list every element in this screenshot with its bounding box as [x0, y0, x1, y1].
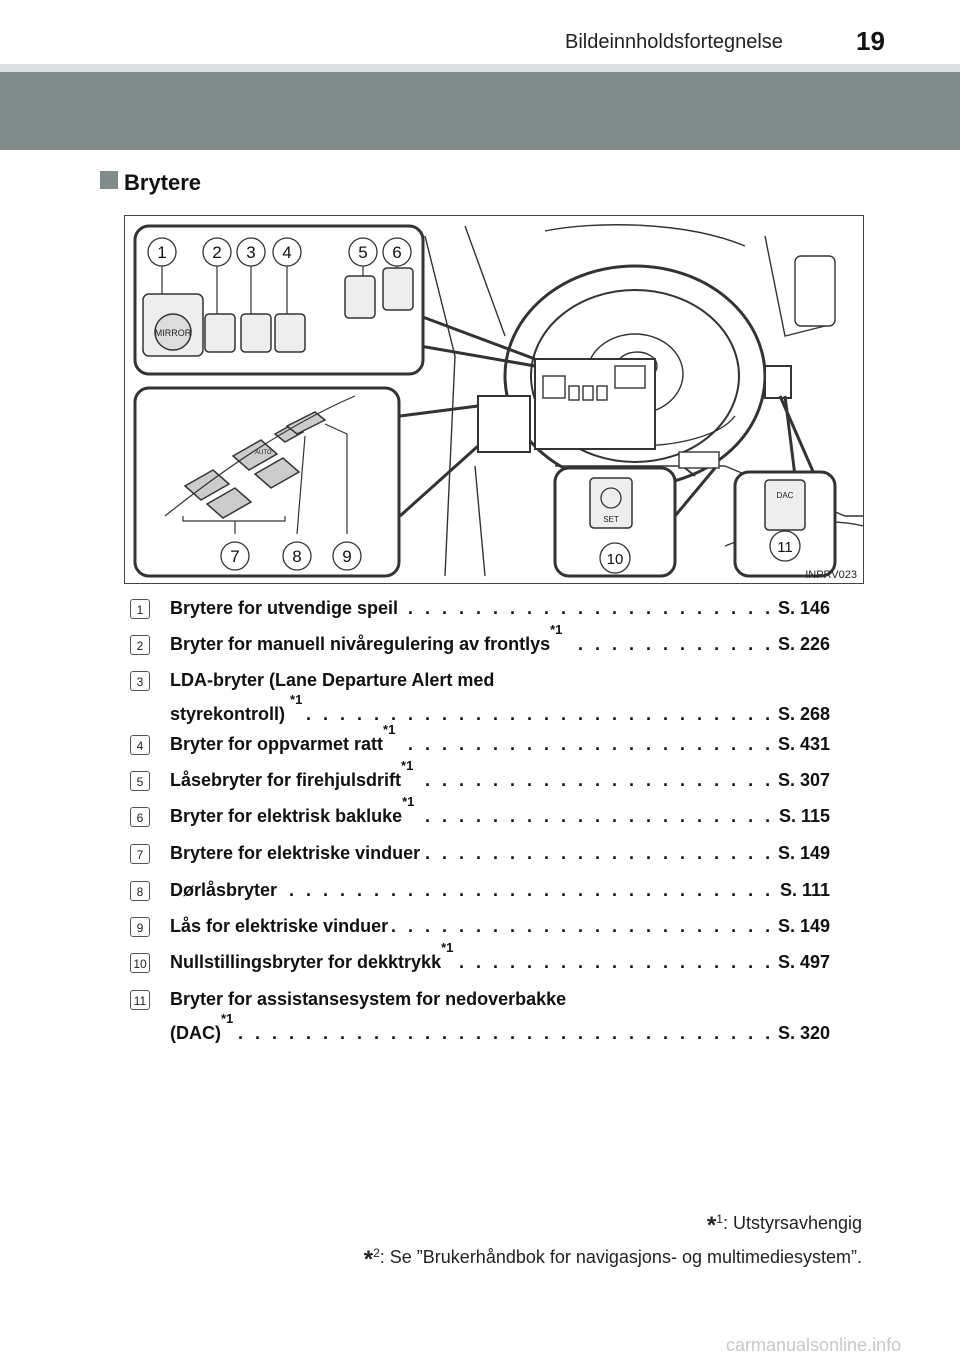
callout-panel-tpms: SET — [553, 466, 677, 578]
callout-9: 9 — [342, 547, 351, 566]
header-title: Bildeinnholdsfortegnelse — [565, 31, 783, 53]
item-number-badge: 10 — [130, 953, 150, 973]
item-line: . . . . . . . . . . . . . . . . . . . . … — [170, 795, 830, 830]
item-line: Bryter for assistansesystem for nedoverb… — [170, 989, 830, 1013]
mirror-switch-label: MIRROR — [155, 328, 192, 338]
item-label: Låsebryter for firehjulsdrift*1 — [170, 759, 418, 790]
dac-switch-label: DAC — [777, 491, 794, 500]
item-line: . . . . . . . . . . . . . . . . . . . . … — [170, 759, 830, 794]
item-label: Brytere for utvendige speil — [170, 598, 403, 618]
item-label: Lås for elektriske vinduer — [170, 916, 393, 936]
item-line: . . . . . . . . . . . . . . . . . . . . … — [170, 723, 830, 758]
section-title: Brytere — [124, 170, 202, 195]
item-label: Dørlåsbryter — [170, 880, 282, 900]
auto-switch-label: AUTO — [255, 450, 272, 456]
watermark: carmanualsonline.info — [726, 1335, 902, 1355]
callout-panel-door: AUTO — [133, 386, 401, 578]
page-reference: S. 320 — [773, 1023, 830, 1044]
item-line: . . . . . . . . . . . . . . . . . . . . … — [170, 1012, 830, 1047]
callout-3: 3 — [246, 243, 255, 262]
item-line: . . . . . . . . . . . . . . . . . . . . … — [170, 880, 830, 904]
item-number-badge: 2 — [130, 635, 150, 655]
item-label: Bryter for oppvarmet ratt*1 — [170, 723, 400, 754]
callout-11: 11 — [777, 539, 793, 556]
footnote-ref: *1 — [290, 692, 303, 707]
item-line: . . . . . . . . . . . . . . . . . . . . … — [170, 941, 830, 976]
item-number-badge: 9 — [130, 917, 150, 937]
callout-8: 8 — [292, 547, 301, 566]
item-number-badge: 8 — [130, 881, 150, 901]
page-reference: S. 268 — [773, 704, 830, 725]
page-reference: S. 307 — [773, 770, 830, 791]
callout-1: 1 — [157, 243, 166, 262]
callout-panel-mirror: MIRROR — [133, 224, 425, 376]
item-number-badge: 1 — [130, 599, 150, 619]
page-reference: S. 431 — [773, 734, 830, 755]
page-number: 19 — [856, 26, 885, 56]
footnote-ref: *1 — [402, 794, 415, 809]
tpms-set-label: SET — [603, 515, 619, 524]
footnote-ref: *1 — [221, 1011, 234, 1026]
item-line: . . . . . . . . . . . . . . . . . . . . … — [170, 843, 830, 867]
item-line: LDA-bryter (Lane Departure Alert med — [170, 670, 830, 694]
page-reference: S. 226 — [773, 634, 830, 655]
item-number-badge: 7 — [130, 844, 150, 864]
page-reference: S. 146 — [773, 598, 830, 619]
callout-panel-dac: DAC — [733, 470, 837, 578]
item-line: . . . . . . . . . . . . . . . . . . . . … — [170, 916, 830, 940]
footnote-ref: *1 — [441, 940, 454, 955]
footnote-ref: *1 — [401, 758, 414, 773]
item-line: . . . . . . . . . . . . . . . . . . . . … — [170, 623, 830, 658]
switches-figure: MIRROR AUTO — [124, 215, 864, 584]
header-rule — [0, 64, 960, 72]
item-number-badge: 4 — [130, 735, 150, 755]
item-number-badge: 3 — [130, 671, 150, 691]
item-label: styrekontroll) *1 — [170, 693, 307, 724]
item-label: Nullstillingsbryter for dekktrykk*1 — [170, 941, 458, 972]
page-reference: S. 115 — [774, 806, 830, 827]
item-number-badge: 6 — [130, 807, 150, 827]
item-label: Brytere for elektriske vinduer — [170, 843, 425, 863]
page-reference: S. 497 — [773, 952, 830, 973]
callout-4: 4 — [282, 243, 291, 262]
footnote: *1: Utstyrsavhengig — [706, 1212, 862, 1239]
callout-6: 6 — [392, 243, 401, 262]
section-marker-square — [100, 171, 118, 189]
leader-dots: . . . . . . . . . . . . . . . . . . . . … — [170, 880, 830, 900]
item-label: Bryter for manuell nivåregulering av fro… — [170, 623, 567, 654]
callout-7: 7 — [230, 547, 239, 566]
item-label: Bryter for elektrisk bakluke*1 — [170, 795, 419, 826]
footnote-ref: *1 — [550, 622, 563, 637]
dashboard-illustration: MIRROR AUTO — [133, 224, 863, 578]
footnote-ref: *1 — [383, 722, 396, 737]
footnote: *2: Se ”Brukerhåndbok for navigasjons- o… — [363, 1246, 862, 1273]
leader-dots: . . . . . . . . . . . . . . . . . . . . … — [170, 1023, 830, 1043]
callout-10: 10 — [607, 551, 624, 568]
page-reference: S. 149 — [773, 916, 830, 937]
item-label: LDA-bryter (Lane Departure Alert med — [170, 670, 499, 690]
item-label: Bryter for assistansesystem for nedoverb… — [170, 989, 571, 1009]
callout-2: 2 — [212, 243, 221, 262]
item-label: (DAC)*1 — [170, 1012, 238, 1043]
page-reference: S. 111 — [775, 880, 830, 901]
item-number-badge: 11 — [130, 990, 150, 1010]
item-number-badge: 5 — [130, 771, 150, 791]
figure-code: INPRV023 — [805, 569, 857, 581]
item-line: . . . . . . . . . . . . . . . . . . . . … — [170, 693, 830, 728]
header-band — [0, 72, 960, 150]
callout-5: 5 — [358, 243, 367, 262]
item-line: . . . . . . . . . . . . . . . . . . . . … — [170, 598, 830, 622]
leader-dots: . . . . . . . . . . . . . . . . . . . . … — [170, 704, 830, 724]
page-reference: S. 149 — [773, 843, 830, 864]
